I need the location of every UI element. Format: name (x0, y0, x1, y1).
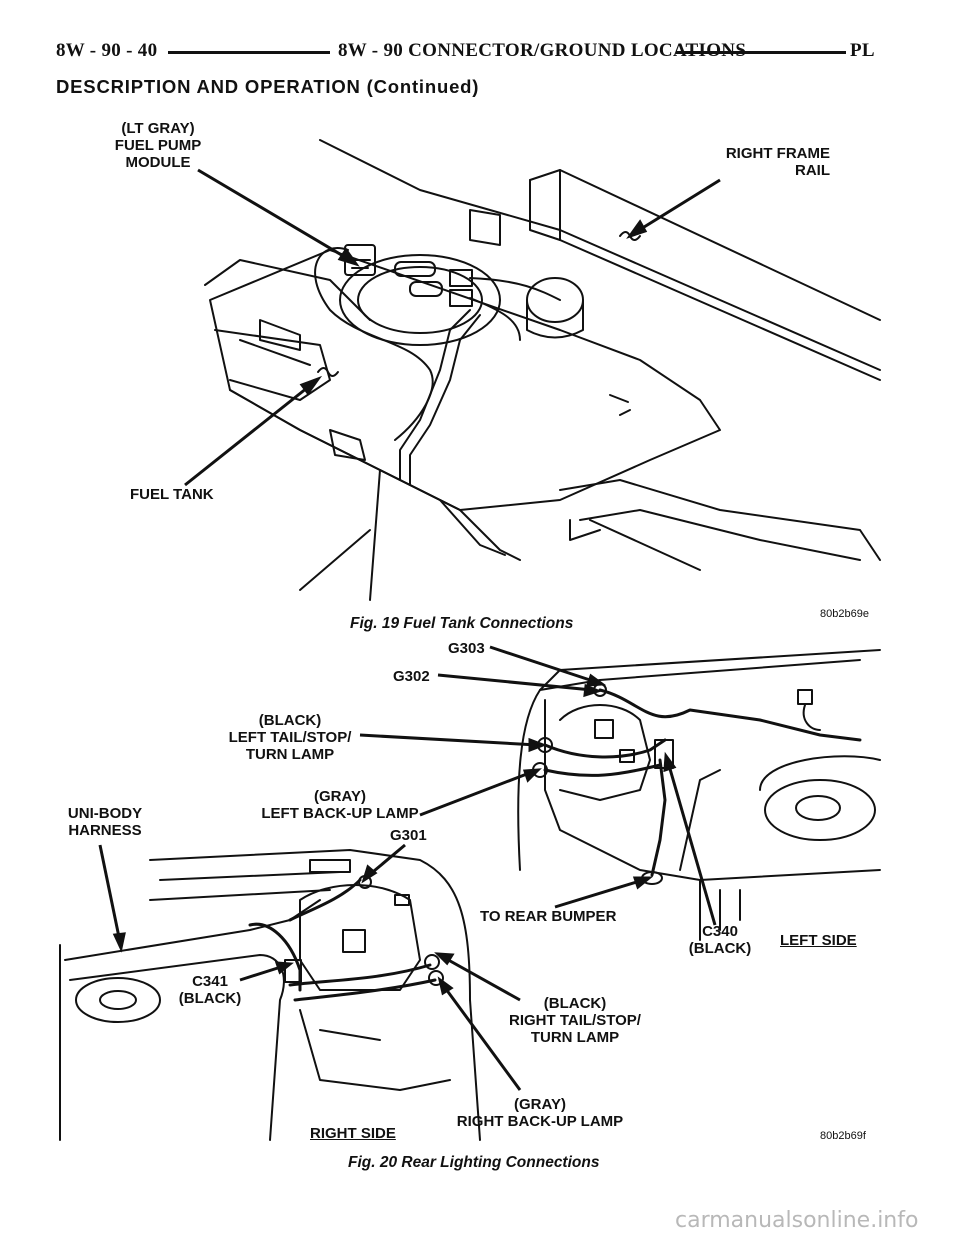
label-uni-body-harness: UNI-BODY HARNESS (67, 805, 143, 839)
figure19-caption: Fig. 19 Fuel Tank Connections (350, 615, 574, 632)
label-right-tail-stop-turn-lamp: (BLACK) RIGHT TAIL/STOP/ TURN LAMP (509, 995, 641, 1046)
page-header: 8W - 90 - 40 8W - 90 CONNECTOR/GROUND LO… (56, 40, 875, 80)
label-right-backup-lamp: (GRAY) RIGHT BACK-UP LAMP (456, 1096, 624, 1130)
label-left-tail-stop-turn-lamp: (BLACK) LEFT TAIL/STOP/ TURN LAMP (228, 712, 352, 763)
figure20-image-code: 80b2b69f (820, 1130, 866, 1142)
header-rule-right (676, 51, 846, 54)
chapter-title: 8W - 90 CONNECTOR/GROUND LOCATIONS (338, 40, 747, 61)
label-left-backup-lamp: (GRAY) LEFT BACK-UP LAMP (261, 788, 419, 822)
figure20-caption: Fig. 20 Rear Lighting Connections (348, 1154, 600, 1171)
label-right-frame-rail: RIGHT FRAME RAIL (725, 145, 830, 179)
label-fuel-tank: FUEL TANK (130, 486, 214, 503)
model-code: PL (850, 40, 875, 61)
label-right-side: RIGHT SIDE (310, 1125, 396, 1142)
label-g301: G301 (390, 827, 427, 844)
section-title: DESCRIPTION AND OPERATION (Continued) (56, 76, 480, 97)
label-to-rear-bumper: TO REAR BUMPER (480, 908, 617, 925)
header-rule-left (168, 51, 330, 54)
figure19-image-code: 80b2b69e (820, 608, 869, 620)
watermark: carmanualsonline.info (675, 1208, 919, 1233)
page-number: 8W - 90 - 40 (56, 40, 158, 61)
label-c341: C341 (BLACK) (178, 973, 242, 1007)
label-g303: G303 (448, 640, 485, 657)
label-left-side: LEFT SIDE (780, 932, 857, 949)
label-fuel-pump-module: (LT GRAY) FUEL PUMP MODULE (114, 120, 202, 171)
label-c340: C340 (BLACK) (688, 923, 752, 957)
label-g302: G302 (393, 668, 430, 685)
